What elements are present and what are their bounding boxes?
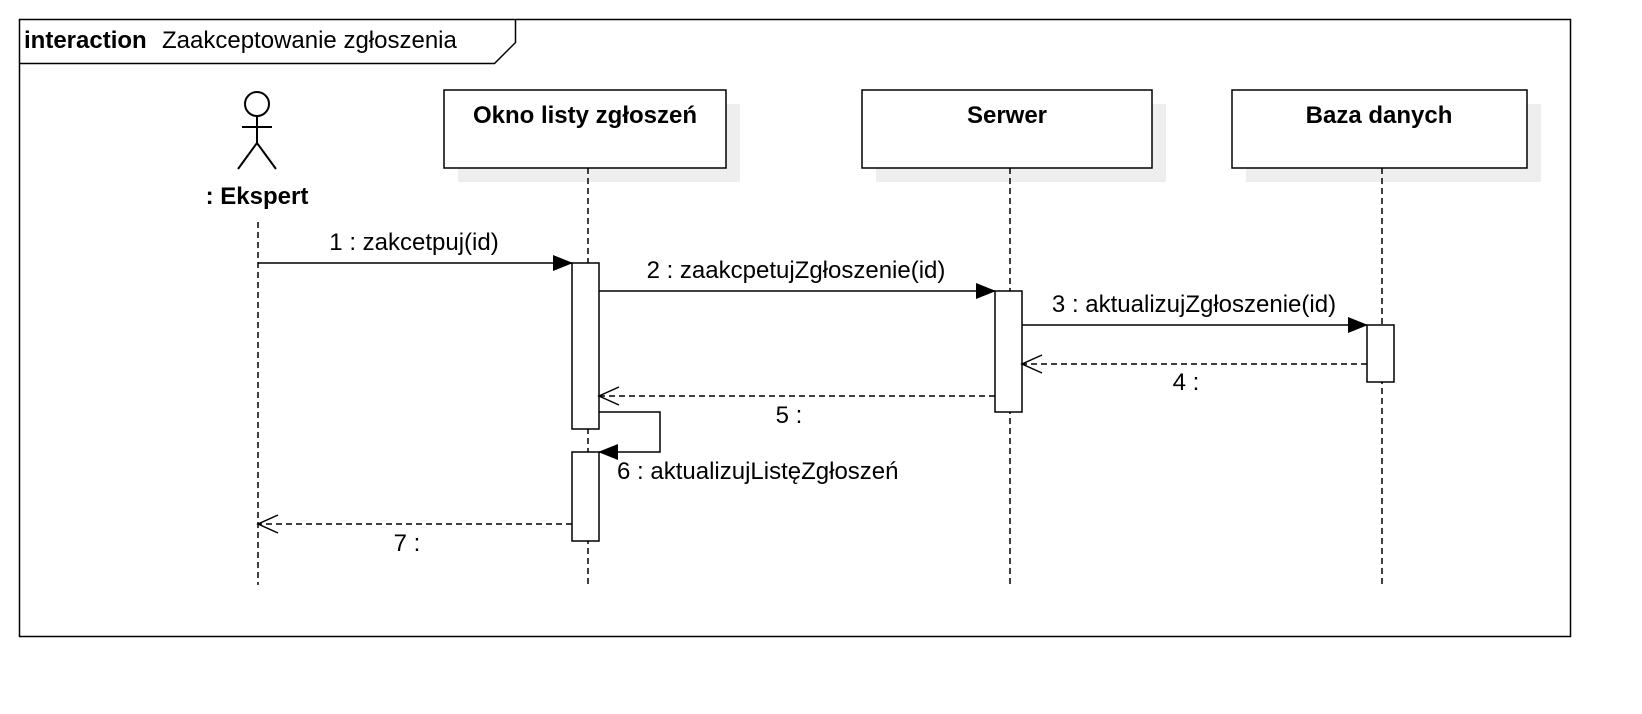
lifeline-label: Okno listy zgłoszeń: [473, 102, 697, 129]
message-label: 2 : zaakcpetujZgłoszenie(id): [647, 257, 946, 284]
lifeline-baza-danych: Baza danych: [1231, 89, 1541, 585]
message-7: 7 :: [256, 514, 572, 557]
message-label: 1 : zakcetpuj(id): [329, 229, 498, 256]
message-label: 3 : aktualizujZgłoszenie(id): [1052, 291, 1336, 318]
message-6: 6 : aktualizujListęZgłoszeń: [598, 411, 898, 485]
message-2: 2 : zaakcpetujZgłoszenie(id): [599, 257, 996, 299]
lifeline-label: Baza danych: [1306, 102, 1453, 129]
frame-name: Zaakceptowanie zgłoszenia: [162, 27, 457, 54]
actor-ekspert: : Ekspert: [206, 91, 309, 585]
activation-bar-serwer: [994, 290, 1023, 413]
activation-bar-okno-1: [571, 262, 600, 430]
message-label: 7 :: [394, 530, 421, 557]
message-5: 5 :: [597, 386, 995, 429]
message-1: 1 : zakcetpuj(id): [258, 229, 573, 271]
interaction-frame: interaction Zaakceptowanie zgłoszenia: [18, 18, 1572, 638]
message-label: 5 :: [776, 402, 803, 429]
message-label: 6 : aktualizujListęZgłoszeń: [617, 458, 898, 485]
actor-label: : Ekspert: [206, 183, 309, 210]
activation-bar-okno-2: [571, 451, 600, 542]
stick-figure-icon: [237, 91, 277, 170]
message-3: 3 : aktualizujZgłoszenie(id): [1022, 291, 1368, 333]
activation-bar-baza: [1366, 324, 1395, 383]
lifeline-label: Serwer: [967, 102, 1047, 129]
message-label: 4 :: [1173, 369, 1200, 396]
frame-keyword: interaction: [24, 27, 147, 54]
message-4: 4 :: [1020, 354, 1367, 396]
lifeline-okno-listy-zgloszen: Okno listy zgłoszeń: [443, 89, 740, 585]
lifeline-serwer: Serwer: [861, 89, 1166, 585]
